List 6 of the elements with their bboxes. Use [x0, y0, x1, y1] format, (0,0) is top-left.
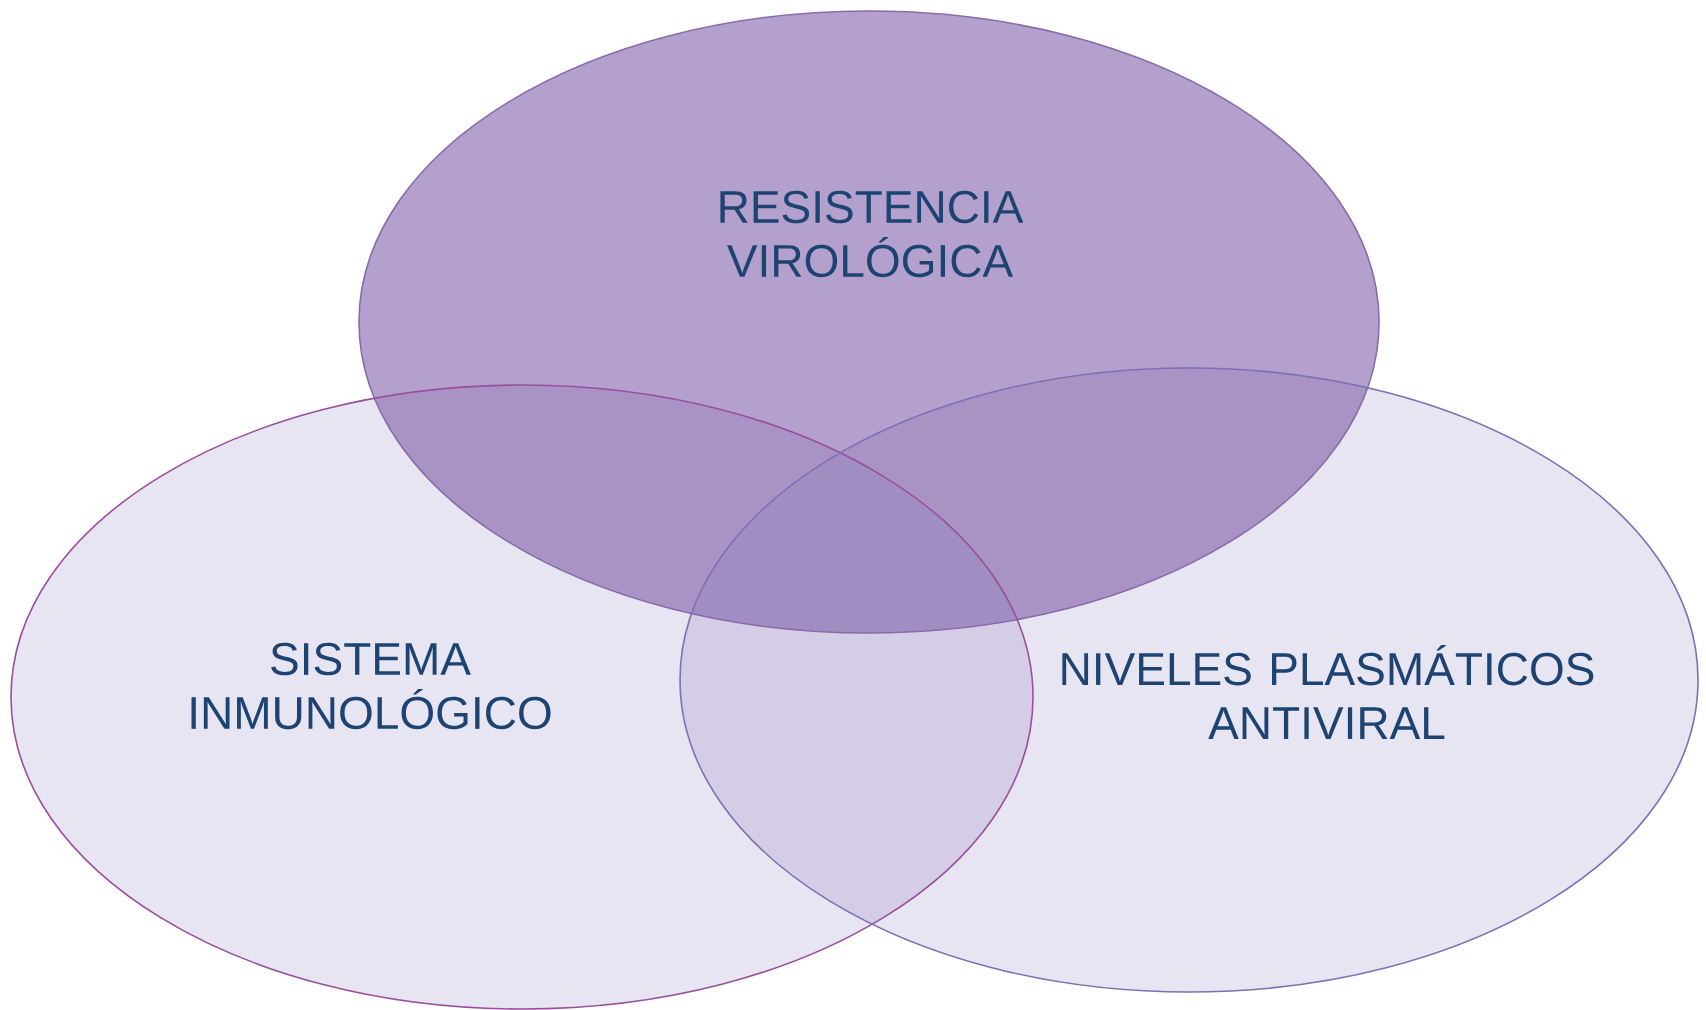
- ellipse-label: SISTEMA INMUNOLÓGICO: [191, 642, 551, 730]
- venn-ellipse: [358, 10, 1380, 634]
- venn-ellipse: [679, 367, 1699, 993]
- ellipse-label: RESISTENCIA VIROLÓGICA: [720, 190, 1024, 278]
- ellipse-label: NIVELES PLASMÁTICOS ANTIVIRAL: [1062, 645, 1594, 739]
- venn-ellipse: [10, 384, 1034, 1010]
